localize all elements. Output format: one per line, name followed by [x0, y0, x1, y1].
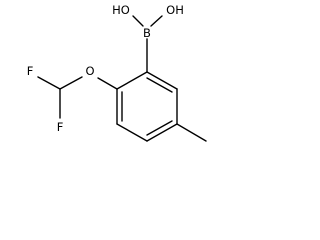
ring-bond-c4-c5: [116, 123, 148, 142]
ether-oxygen-label: O: [85, 64, 94, 78]
ring-double-bond-c1-c2: [146, 77, 173, 93]
hydroxyl-left-label: HO: [112, 3, 130, 17]
ring-bond-c1-c2: [146, 71, 178, 90]
bond-ring-oxygen: [97, 77, 118, 90]
hydroxyl-right-label: OH: [166, 3, 184, 17]
fluorine-bottom-label: F: [57, 120, 64, 134]
bond-ring-methyl: [176, 123, 207, 142]
bond-boron-oh-right: [150, 15, 163, 27]
difluoromethoxy-group: O F F: [27, 64, 118, 134]
ring-double-bond-c3-c4: [146, 120, 173, 136]
chemical-structure: B HO OH O F F: [27, 3, 207, 142]
boronic-acid-group: B HO OH: [112, 3, 184, 73]
ring-bond-c6-c1: [116, 71, 148, 90]
bond-carbon-fluorine-left: [37, 76, 61, 90]
benzene-ring: [116, 71, 178, 142]
ring-bond-c3-c4: [146, 123, 178, 142]
fluorine-left-label: F: [27, 64, 34, 78]
bond-oxygen-carbon: [59, 76, 83, 90]
boron-label: B: [143, 26, 151, 40]
bond-boron-oh-left: [132, 15, 144, 27]
